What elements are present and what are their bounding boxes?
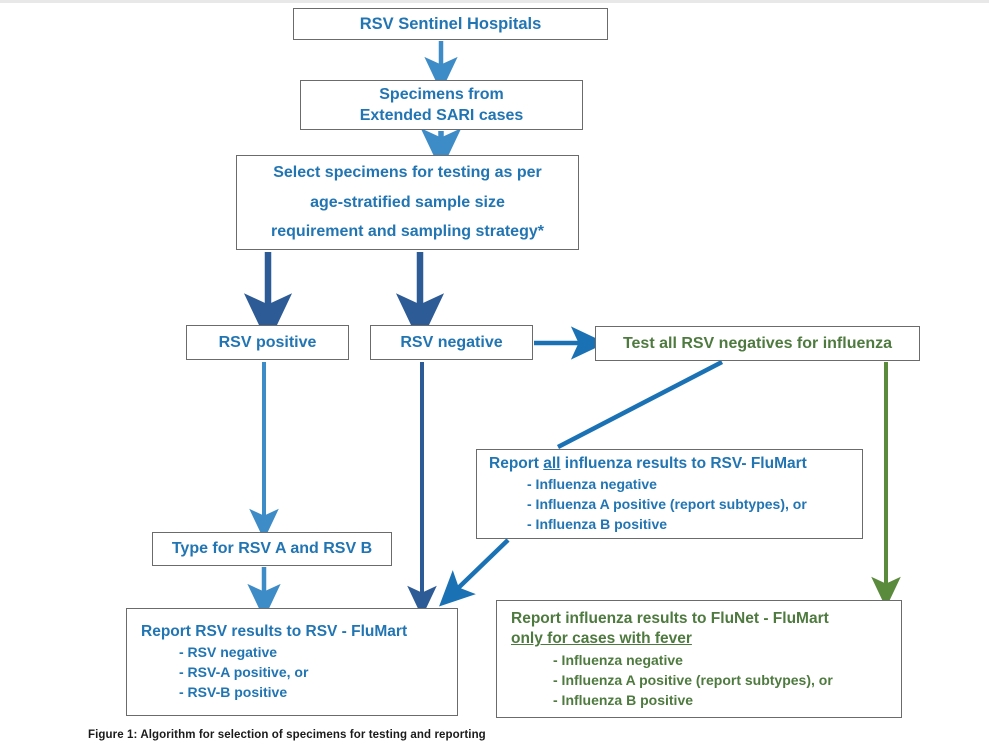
node-rsv-sentinel-hospitals[interactable]: RSV Sentinel Hospitals bbox=[293, 8, 608, 40]
bullet-list: - Influenza negative - Influenza A posit… bbox=[527, 475, 807, 535]
node-title: Report RSV results to RSV - FluMart bbox=[141, 623, 408, 641]
node-title: Test all RSV negatives for influenza bbox=[622, 334, 893, 352]
list-item: - Influenza A positive (report subtypes)… bbox=[553, 671, 833, 688]
node-title: Report influenza results to FluNet - Flu… bbox=[511, 609, 829, 649]
line-test-all-to-report-influenza bbox=[556, 360, 724, 449]
node-title-line1: Report influenza results to FluNet - Flu… bbox=[511, 610, 829, 628]
node-title-pre: Report bbox=[489, 455, 544, 473]
node-test-all-rsv-negatives-for-influenza[interactable]: Test all RSV negatives for influenza bbox=[595, 326, 920, 361]
node-specimens-from-extended-sari[interactable]: Specimens from Extended SARI cases bbox=[300, 80, 583, 130]
bullet-list: - Influenza negative - Influenza A posit… bbox=[553, 651, 833, 711]
node-rsv-positive[interactable]: RSV positive bbox=[186, 325, 349, 360]
list-item: - RSV negative bbox=[179, 644, 278, 661]
figure-caption: Figure 1: Algorithm for selection of spe… bbox=[88, 729, 486, 741]
bullet-list: - RSV negative - RSV-A positive, or - RS… bbox=[179, 643, 308, 703]
list-item: - Influenza negative bbox=[527, 476, 657, 493]
node-title-line2: age-stratified sample size bbox=[310, 193, 505, 211]
node-title: RSV Sentinel Hospitals bbox=[359, 14, 542, 33]
node-report-rsv-results-to-rsv-flumart[interactable]: Report RSV results to RSV - FluMart - RS… bbox=[126, 608, 458, 716]
list-item: - Influenza A positive (report subtypes)… bbox=[527, 496, 807, 513]
node-title-post: influenza results to RSV- FluMart bbox=[560, 455, 807, 473]
node-report-all-influenza-results-to-rsv-flumart[interactable]: Report all influenza results to RSV- Flu… bbox=[476, 449, 863, 539]
node-report-influenza-results-to-flunet-flumart[interactable]: Report influenza results to FluNet - Flu… bbox=[496, 600, 902, 718]
node-title-line2: Extended SARI cases bbox=[359, 107, 524, 124]
node-title-line1: Select specimens for testing as per bbox=[273, 164, 542, 182]
node-title: Type for RSV A and RSV B bbox=[171, 540, 373, 557]
node-title-line1: Specimens from bbox=[379, 85, 504, 103]
list-item: - Influenza B positive bbox=[553, 691, 694, 708]
node-title: RSV positive bbox=[218, 333, 317, 351]
list-item: - RSV-A positive, or bbox=[179, 664, 309, 681]
list-item: - RSV-B positive bbox=[179, 683, 288, 700]
node-rsv-negative[interactable]: RSV negative bbox=[370, 325, 533, 360]
node-title: Report all influenza results to RSV- Flu… bbox=[489, 455, 807, 473]
node-title-line2-underlined: only for cases with fever bbox=[511, 630, 692, 648]
arrow-report-influenza-to-report-rsv bbox=[439, 538, 510, 607]
node-type-for-rsv-a-and-rsv-b[interactable]: Type for RSV A and RSV B bbox=[152, 532, 392, 566]
scan-top-strip bbox=[0, 0, 989, 3]
node-title-line3: requirement and sampling strategy* bbox=[271, 223, 544, 241]
node-select-specimens-for-testing[interactable]: Select specimens for testing as per age-… bbox=[236, 155, 579, 250]
node-title-underlined: all bbox=[543, 455, 561, 473]
list-item: - Influenza B positive bbox=[527, 515, 668, 532]
node-title: RSV negative bbox=[400, 333, 503, 351]
list-item: - Influenza negative bbox=[553, 652, 683, 669]
